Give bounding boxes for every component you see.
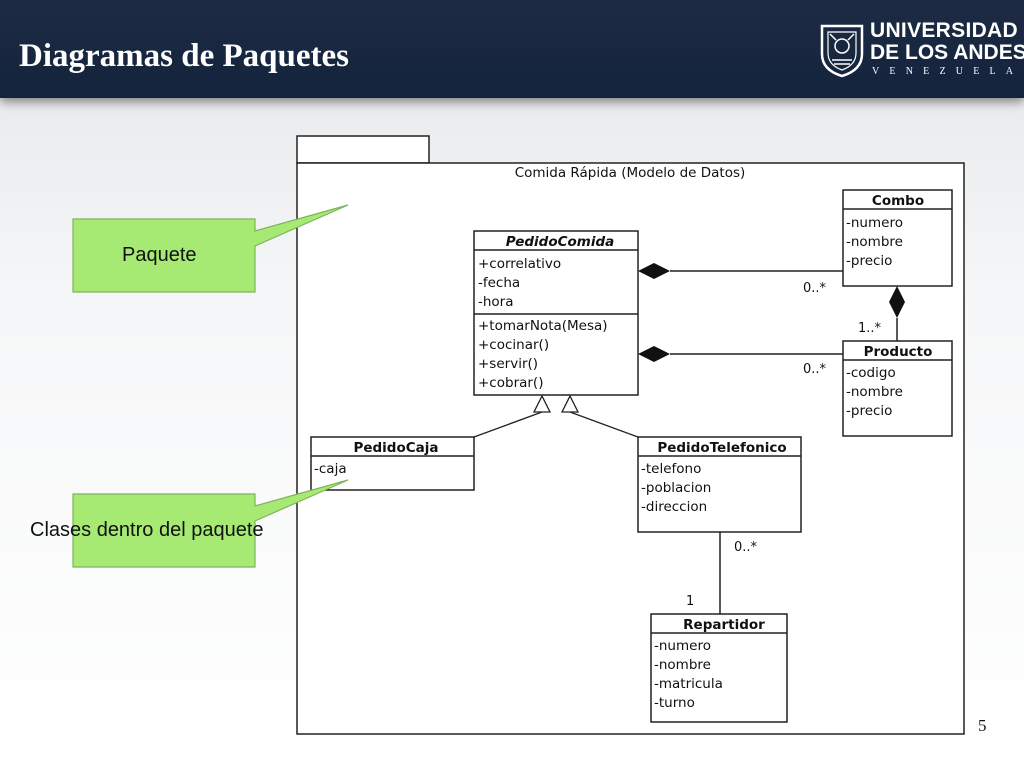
slide-title: Diagramas de Paquetes [19,38,349,74]
class-attribute: -poblacion [641,480,711,496]
class-attribute: -hora [478,294,514,310]
callout-paquete [72,204,349,293]
class-name: PedidoComida [506,234,615,250]
class-attribute: -numero [654,638,711,654]
class-attribute: -telefono [641,461,701,477]
slide-header: Diagramas de Paquetes UNIVERSIDAD DE LOS… [0,0,1024,98]
class-pedido-telefonico: PedidoTelefonico -telefono -poblacion -d… [637,436,802,533]
logo-line3: VENEZUELA [872,66,1024,77]
inheritance-arrow-icon [532,394,552,413]
class-producto: Producto -codigo -nombre -precio [842,340,953,437]
class-name: Producto [864,344,933,360]
university-logo: UNIVERSIDAD DE LOS ANDES VENEZUELA [814,18,1024,82]
class-attribute: -numero [846,215,903,231]
generalization-telefonico [569,411,639,438]
mult-repartidor-one: 1 [686,594,694,609]
callout-clases [72,479,349,568]
mult-combo-producto: 1..* [858,321,882,336]
class-name: Combo [872,193,924,209]
composition-diamond-icon [638,346,670,362]
logo-line1: UNIVERSIDAD [870,19,1018,42]
class-attribute: -precio [846,253,892,269]
class-name: Repartidor [683,617,765,633]
inheritance-arrow-icon [560,394,580,413]
class-attribute: -nombre [846,234,903,250]
mult-pedido-combo: 0..* [803,281,827,296]
aggregation-diamond-icon [889,286,905,318]
class-name: PedidoCaja [353,440,438,456]
composition-diamond-icon [638,263,670,279]
class-attribute: -matricula [654,676,723,692]
class-pedido-comida: PedidoComida +correlativo -fecha -hora +… [473,230,639,396]
class-operation: +cobrar() [478,375,543,391]
class-attribute: -nombre [654,657,711,673]
class-name: PedidoTelefonico [657,440,786,456]
class-attribute: -direccion [641,499,707,515]
class-attribute: -fecha [478,275,520,291]
class-operation: +servir() [478,356,538,372]
class-pedido-caja: PedidoCaja -caja [310,436,475,491]
class-attribute: +correlativo [478,256,561,272]
callout-paquete-label: Paquete [122,244,197,266]
class-operation: +tomarNota(Mesa) [478,318,608,334]
class-combo: Combo -numero -nombre -precio [842,189,953,287]
package-name: Comida Rápida (Modelo de Datos) [515,165,746,181]
logo-line2: DE LOS ANDES [870,41,1024,64]
class-attribute: -codigo [846,365,896,381]
class-operation: +cocinar() [478,337,549,353]
class-repartidor: Repartidor -numero -nombre -matricula -t… [650,613,788,723]
class-attribute: -precio [846,403,892,419]
university-seal-icon [820,24,864,78]
class-attribute: -caja [314,461,347,477]
package-tab [296,135,430,164]
class-attribute: -turno [654,695,695,711]
callout-clases-label: Clases dentro del paquete [30,519,264,541]
page-number: 5 [978,716,987,735]
generalization-caja [473,411,543,438]
class-attribute: -nombre [846,384,903,400]
mult-telefonico-repartidor: 0..* [734,540,758,555]
mult-pedido-producto: 0..* [803,362,827,377]
